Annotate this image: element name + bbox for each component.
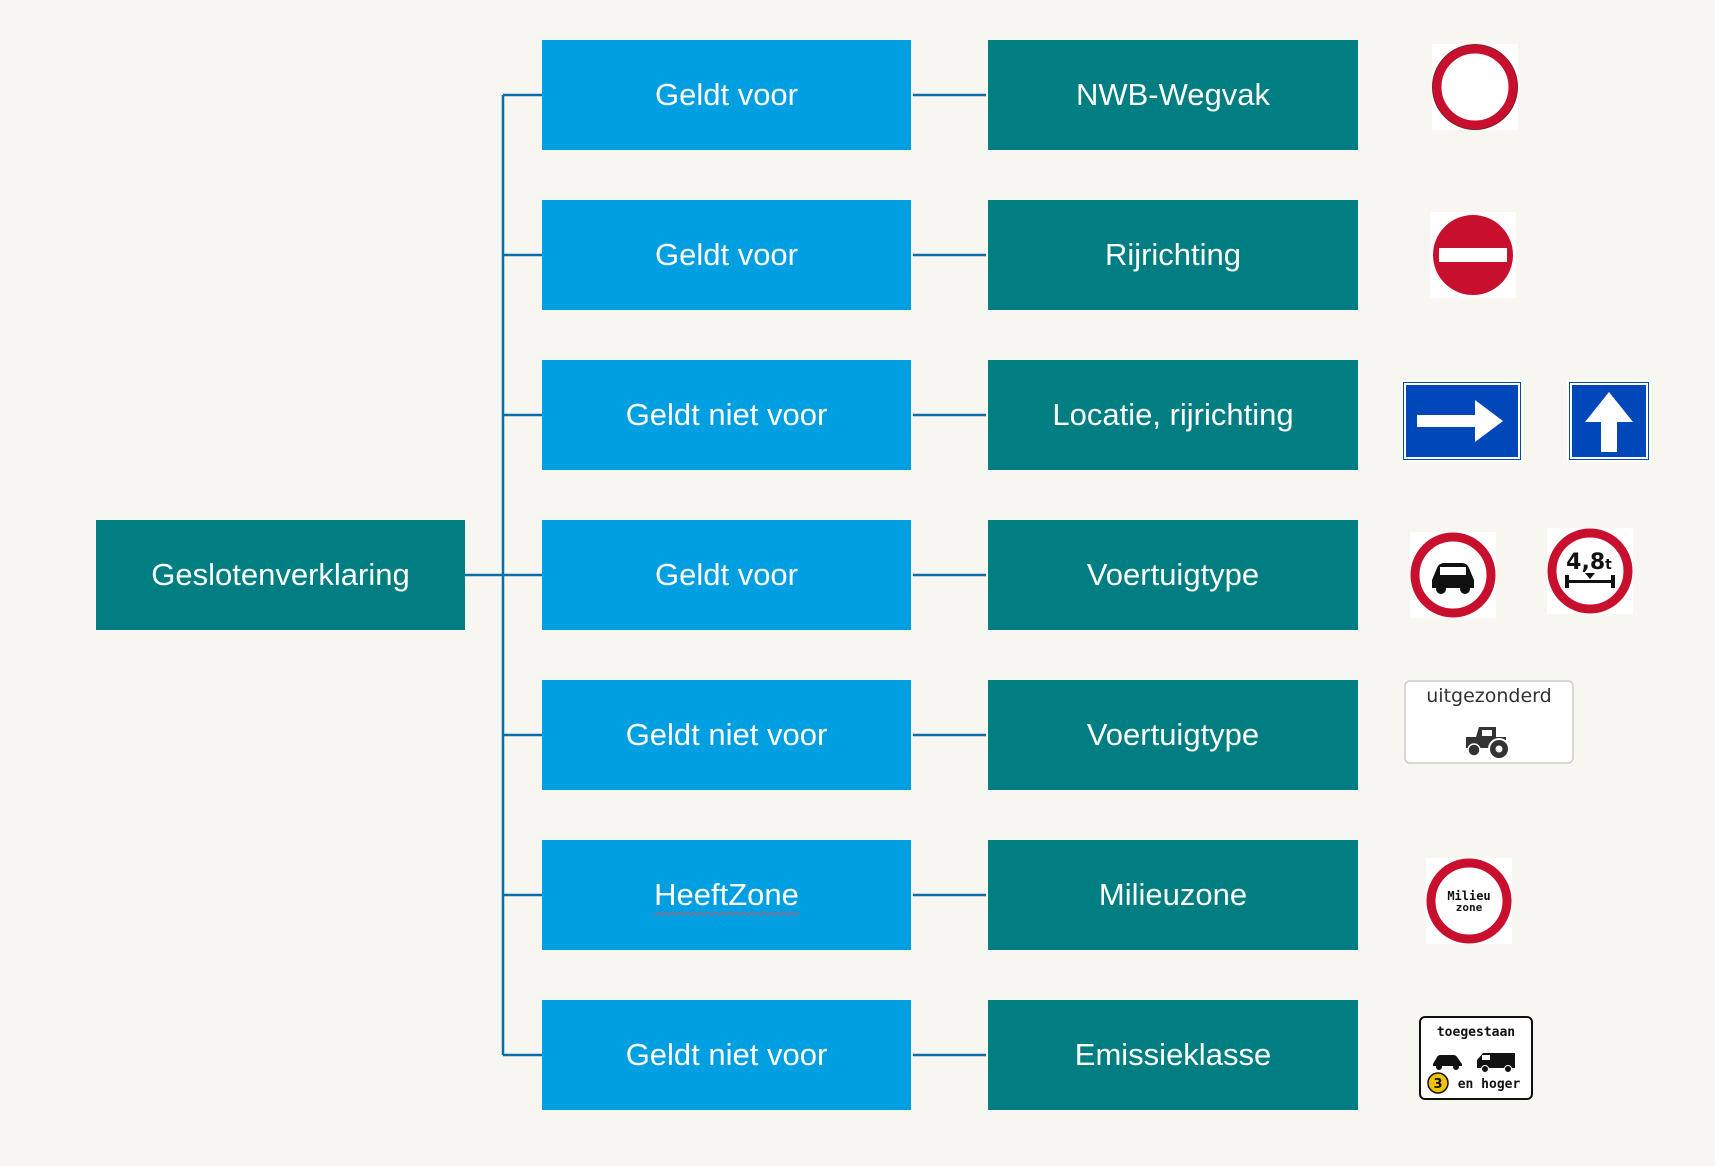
relation-label: Geldt niet voor [625, 717, 828, 752]
emission-class-number: 3 [1433, 1077, 1442, 1092]
environmental-zone-sign-icon: Milieu zone [1426, 858, 1512, 944]
axle-load-sign-icon: 4,8t [1547, 528, 1633, 614]
target-label: Milieuzone [1098, 877, 1248, 912]
relation-node: Geldt niet voor [542, 1000, 911, 1110]
target-node: Emissieklasse [988, 1000, 1358, 1110]
emission-class-sign-icon: toegestaan 3 en hoger [1419, 1016, 1533, 1100]
closed-road-sign-icon [1432, 44, 1518, 130]
no-entry-sign-icon [1430, 212, 1516, 298]
root-node: Geslotenverklaring [96, 520, 465, 630]
target-label: Rijrichting [1104, 237, 1242, 272]
target-node: Locatie, rijrichting [988, 360, 1358, 470]
milieu-line1: Milieu [1447, 889, 1490, 903]
exempt-label: uitgezonderd [1426, 685, 1551, 707]
emission-bottom-label: en hoger [1458, 1077, 1521, 1092]
target-node: NWB-Wegvak [988, 40, 1358, 150]
target-label: Voertuigtype [1086, 717, 1260, 752]
target-label: Voertuigtype [1086, 557, 1260, 592]
milieu-line2: zone [1456, 901, 1483, 914]
svg-text:4,8t: 4,8t [1566, 550, 1612, 575]
relation-label: Geldt niet voor [625, 1037, 828, 1072]
relation-label: Geldt voor [654, 557, 798, 592]
relation-label: Geldt voor [654, 237, 798, 272]
relation-node: HeeftZone [542, 840, 911, 950]
target-node: Rijrichting [988, 200, 1358, 310]
emission-top-label: toegestaan [1437, 1025, 1515, 1040]
no-cars-sign-icon [1410, 532, 1496, 618]
relation-node: Geldt niet voor [542, 360, 911, 470]
axle-load-unit: t [1605, 557, 1612, 573]
relation-node: Geldt niet voor [542, 680, 911, 790]
target-label: Locatie, rijrichting [1052, 397, 1294, 432]
target-label: NWB-Wegvak [1075, 77, 1271, 112]
one-way-up-sign-icon [1567, 380, 1651, 462]
relation-node: Geldt voor [542, 40, 911, 150]
relation-label: HeeftZone [654, 877, 799, 912]
one-way-right-sign-icon [1401, 380, 1523, 462]
target-node: Milieuzone [988, 840, 1358, 950]
tractor-exempt-sign-icon: uitgezonderd [1404, 680, 1574, 764]
relation-node: Geldt voor [542, 520, 911, 630]
relation-label: Geldt voor [654, 77, 798, 112]
relation-node: Geldt voor [542, 200, 911, 310]
root-label: Geslotenverklaring [151, 557, 410, 592]
relation-label: Geldt niet voor [625, 397, 828, 432]
target-node: Voertuigtype [988, 680, 1358, 790]
target-node: Voertuigtype [988, 520, 1358, 630]
target-label: Emissieklasse [1074, 1037, 1272, 1072]
axle-load-value: 4,8 [1566, 550, 1605, 575]
